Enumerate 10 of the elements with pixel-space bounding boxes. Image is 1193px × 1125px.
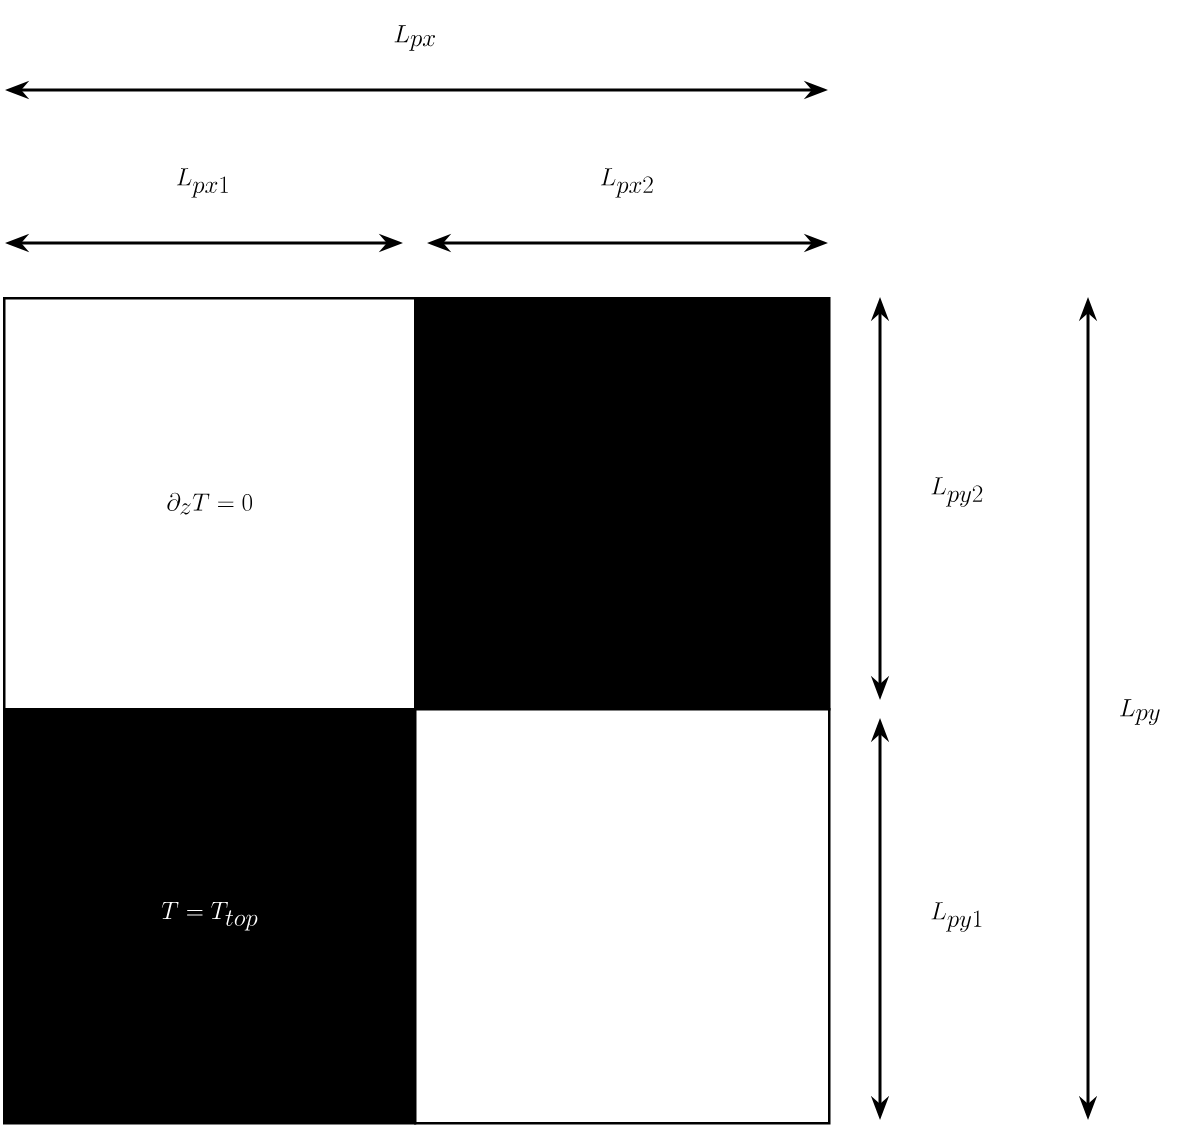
dimension-label: $L_{px1}$ [176, 168, 228, 198]
panel-square [414, 708, 831, 1125]
dimension-label: $L_{py1}$ [931, 902, 982, 932]
dimension-label: $L_{px}$ [394, 25, 435, 51]
panel-square [414, 297, 831, 711]
boundary-square: $\partial_z T = 0$ [3, 297, 417, 711]
dimension-label: $L_{py2}$ [931, 477, 983, 507]
boundary-square: $T = T_{top}$ [3, 708, 417, 1125]
dimension-label: $L_{py}$ [1120, 699, 1160, 726]
dimension-label: $L_{px2}$ [600, 168, 653, 198]
